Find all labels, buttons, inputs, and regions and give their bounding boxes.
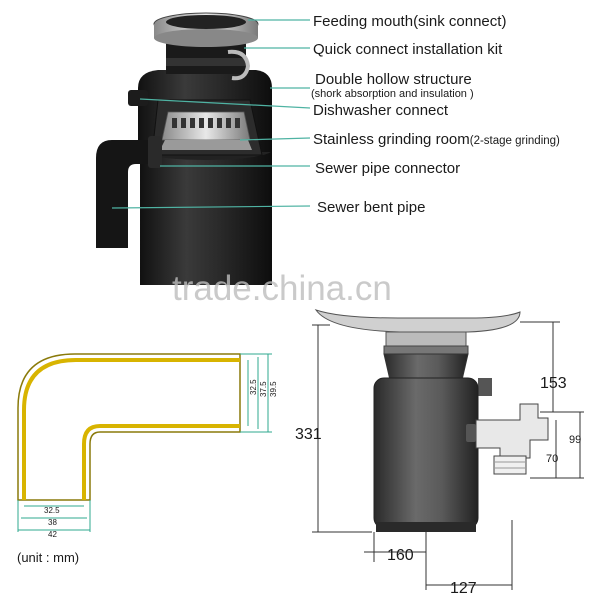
dishwasher-inlet: [128, 90, 148, 106]
dim-width-outlet: 127: [450, 580, 477, 597]
unit-outlet: [475, 403, 549, 459]
pipe-dim-right-2: 37.5: [259, 381, 268, 397]
dim-height-total: 331: [295, 426, 322, 443]
sink-bowl: [314, 309, 521, 333]
label-dishwasher: Dishwasher connect: [313, 102, 449, 119]
pipe-dim-bottom-2: 38: [48, 518, 57, 527]
bent-pipe-drawing: 32.5 37.5 39.5 32.5 38 42: [17, 353, 278, 539]
pipe-dim-right-3: 39.5: [269, 381, 278, 397]
label-feeding-mouth: Feeding mouth(sink connect): [313, 13, 506, 30]
dim-height-upper: 153: [540, 375, 567, 392]
sewer-bent-pipe: [96, 140, 158, 248]
unit-note: (unit : mm): [17, 550, 80, 565]
pipe-dim-right-1: 32.5: [249, 379, 258, 395]
pipe-dim-bottom-1: 32.5: [44, 506, 60, 515]
unit-body: [373, 377, 479, 529]
pipe-dim-bottom-3: 42: [48, 530, 57, 539]
leader-dishwasher: [139, 98, 311, 109]
quick-connect-kit: [227, 49, 251, 81]
disposer-body: [140, 150, 272, 285]
label-quick-connect: Quick connect installation kit: [313, 41, 503, 58]
product-labels: Feeding mouth(sink connect) Quick connec…: [311, 13, 560, 216]
disposer-illustration: [96, 12, 272, 285]
watermark: trade.china.cn: [172, 269, 392, 308]
leader-grinding: [239, 137, 311, 141]
leader-sewer-bent: [111, 205, 311, 209]
label-grinding-room: Stainless grinding room(2-stage grinding…: [313, 131, 560, 148]
unit-dimension-drawing: 331 153 99 70 160 127: [295, 309, 584, 597]
dim-outlet-outer: 99: [569, 434, 581, 446]
dim-outlet-inner: 70: [546, 453, 558, 465]
label-leader-lines: [111, 19, 311, 209]
label-sewer-bent-pipe: Sewer bent pipe: [317, 199, 425, 216]
label-double-hollow-note: (shork absorption and insulation ): [311, 88, 474, 100]
dim-width-body: 160: [387, 547, 414, 564]
label-sewer-connector: Sewer pipe connector: [315, 160, 460, 177]
label-double-hollow: Double hollow structure: [315, 71, 472, 88]
sewer-pipe-connector: [148, 136, 162, 168]
